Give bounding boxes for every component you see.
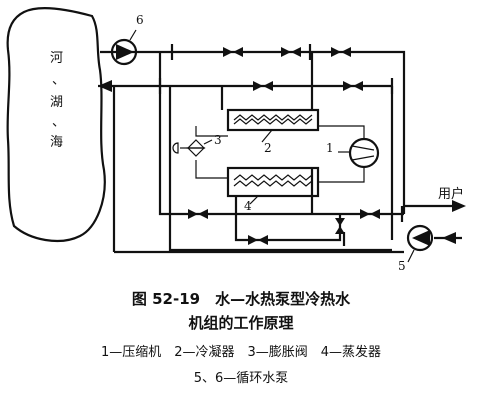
return-arrow-icon — [98, 80, 112, 92]
valve-bottom-1 — [248, 235, 268, 245]
source-char-3: 湖 — [50, 95, 63, 110]
valve-mid-2 — [343, 81, 363, 91]
compressor — [338, 137, 380, 169]
label-6: 6 — [136, 13, 144, 27]
user-arrow-icon — [452, 200, 466, 212]
valve-top-3 — [331, 47, 351, 57]
label-2: 2 — [264, 141, 272, 155]
legend-line2: 5、6—循环水泵 — [194, 371, 289, 386]
valve-low-1 — [188, 209, 208, 219]
user-label: 用户 — [438, 186, 464, 202]
label-5: 5 — [398, 259, 406, 273]
water-pipes — [98, 44, 466, 254]
figure-title-line1: 图 52-19 水—水热泵型冷热水 — [132, 290, 351, 308]
legend-line1: 1—压缩机 2—冷凝器 3—膨胀阀 4—蒸发器 — [101, 344, 381, 360]
source-char-4: 、 — [52, 115, 65, 130]
source-char-2: 、 — [52, 73, 65, 88]
valve-vertical-1 — [335, 218, 345, 234]
water-source-label: 河 、 湖 、 海 — [50, 51, 65, 150]
expansion-valve — [172, 139, 213, 157]
inlet-arrow-icon — [442, 232, 456, 244]
figure-title-line2: 机组的工作原理 — [188, 314, 293, 332]
water-source-outline — [6, 7, 106, 243]
gate-valves — [188, 47, 380, 245]
refrigerant-loop — [195, 125, 365, 183]
valve-top-1 — [223, 47, 243, 57]
condenser — [226, 108, 320, 143]
source-char-5: 海 — [50, 135, 63, 150]
valve-low-2 — [360, 209, 380, 219]
pump-6 — [110, 29, 138, 66]
label-3: 3 — [214, 133, 222, 147]
valve-top-2 — [281, 47, 301, 57]
evaporator — [226, 166, 320, 205]
source-char-1: 河 — [50, 51, 63, 66]
label-4: 4 — [244, 199, 252, 213]
pump-5 — [406, 224, 434, 263]
label-1: 1 — [326, 141, 334, 155]
valve-mid-1 — [253, 81, 273, 91]
